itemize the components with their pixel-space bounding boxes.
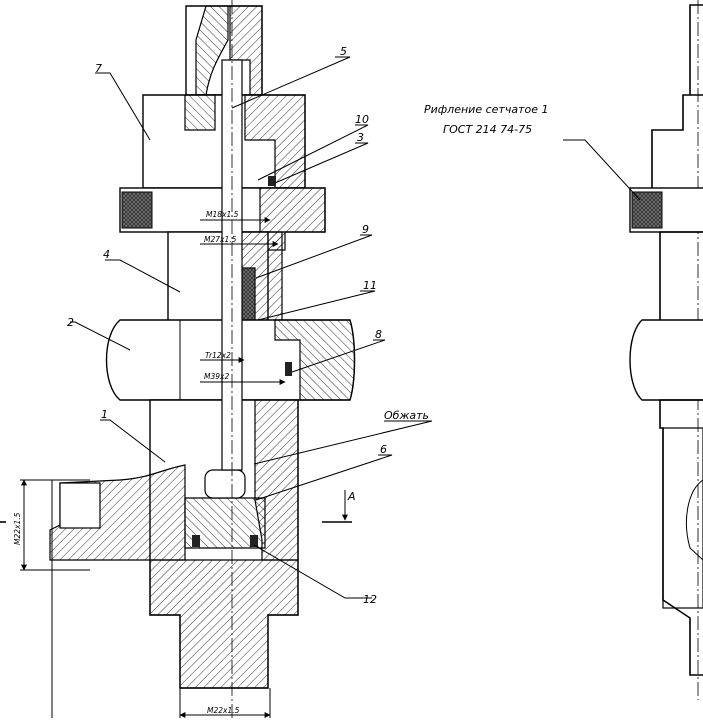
dimension-labels: M18x1.5 M27x1.5 Tr12x2 M39x2 M22x1.5 M22… [13,210,240,715]
seal-12-right [250,535,258,547]
section-view [49,0,356,718]
callout-crimp: Обжать [384,409,429,422]
callout-2: 2 [67,316,74,329]
knurl-left [121,191,153,229]
seal-8 [285,362,292,376]
dim-m27: M27x1.5 [204,235,237,244]
callout-9: 9 [362,223,369,236]
note-line-2: ГОСТ 214 74-75 [443,123,532,136]
dim-m22-bottom: M22x1.5 [207,706,240,715]
callout-12: 12 [363,593,377,606]
callout-5: 5 [340,45,347,58]
callout-7: 7 [95,62,102,75]
dim-m22-side: M22x1.5 [13,512,22,545]
callout-11: 11 [363,279,377,292]
dim-tr12: Tr12x2 [205,351,231,360]
view-a-label: A [347,490,356,503]
callout-labels: 7 5 10 3 4 9 11 2 8 1 Обжать 6 12 A [67,45,429,606]
leader-lines [70,56,641,599]
callout-3: 3 [357,131,364,144]
callout-6: 6 [380,443,387,456]
side-view [629,0,703,700]
callout-8: 8 [375,328,382,341]
dim-m18: M18x1.5 [206,210,239,219]
seal-3 [268,176,276,186]
knurling-note: Рифление сетчатое 1 ГОСТ 214 74-75 [424,103,548,136]
seal-12-left [192,535,200,547]
callout-1: 1 [101,408,108,421]
dimension-lines [0,217,286,718]
dim-m39: M39x2 [204,372,229,381]
note-line-1: Рифление сетчатое 1 [424,103,548,116]
callout-4: 4 [103,248,110,261]
callout-10: 10 [355,113,369,126]
